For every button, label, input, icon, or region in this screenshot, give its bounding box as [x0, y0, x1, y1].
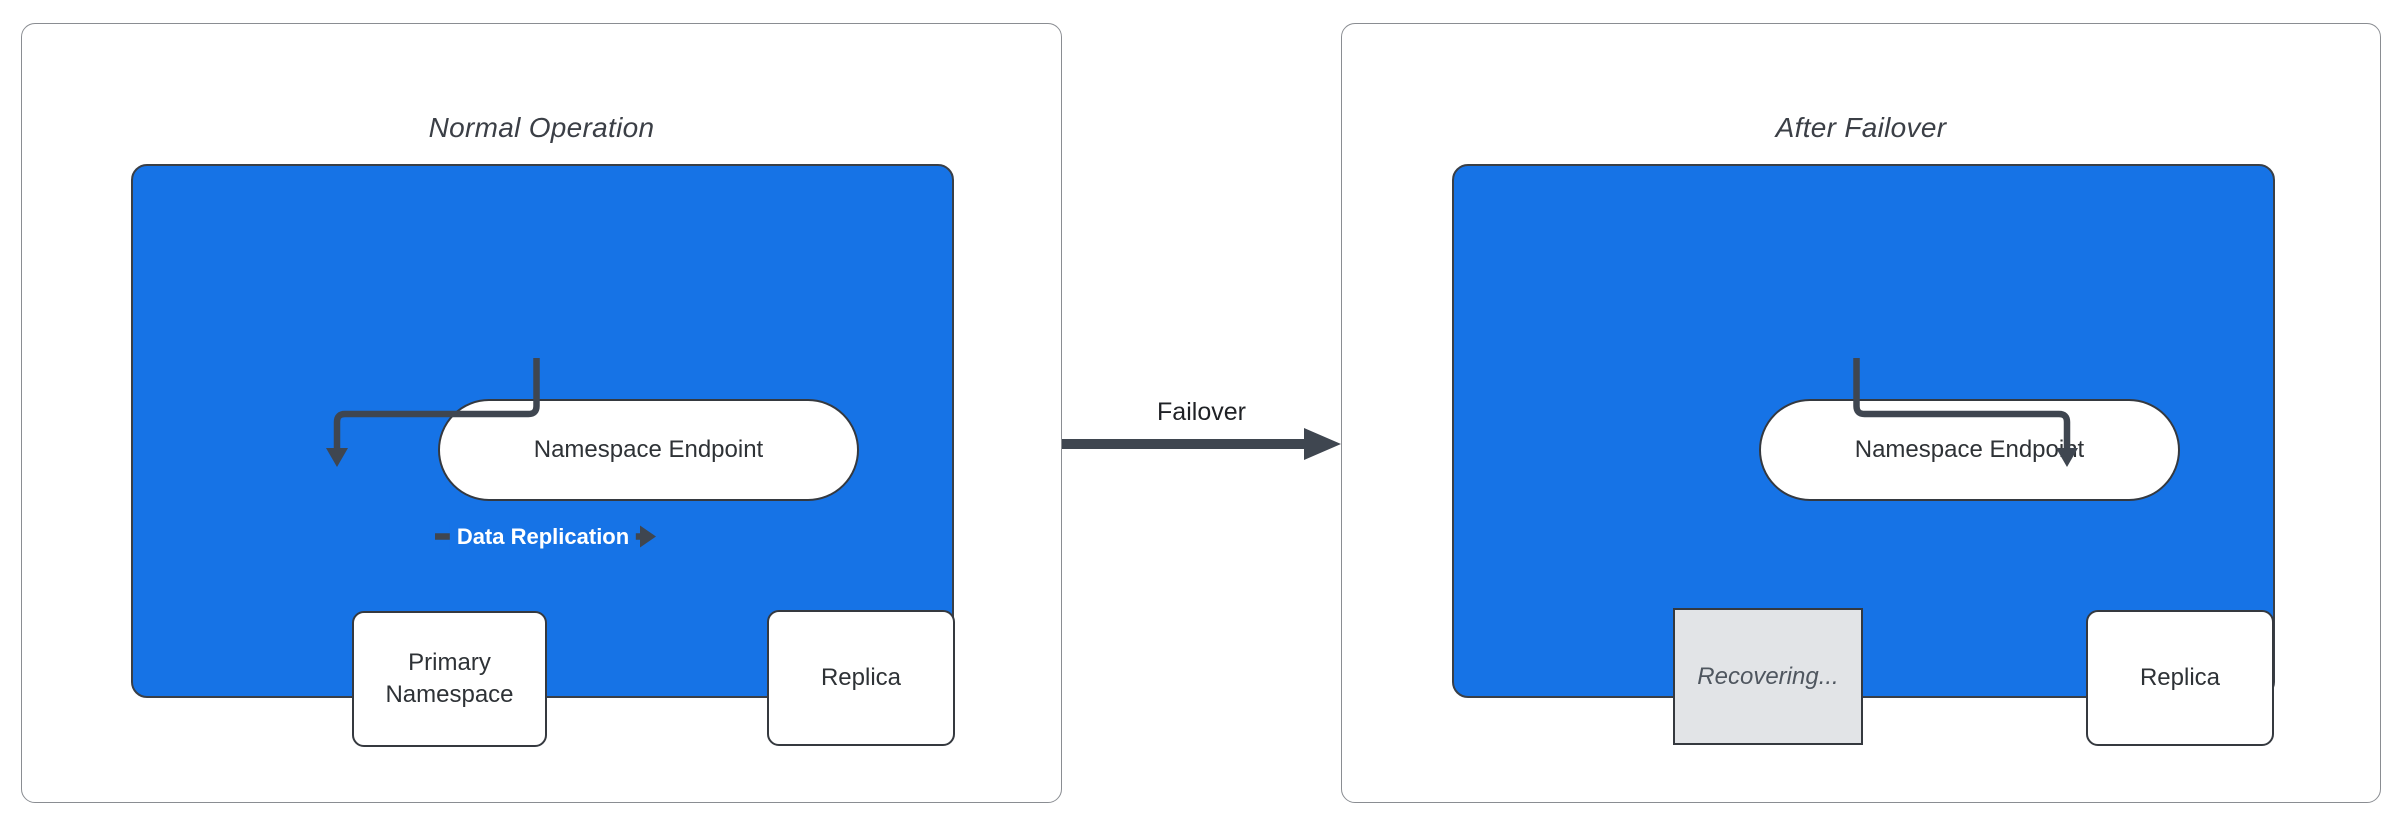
namespace-container: Namespace Endpoint Primary Namespace Rep…: [131, 164, 955, 747]
primary-namespace-node: Primary Namespace: [352, 611, 547, 747]
namespace-endpoint-node: Namespace Endpoint: [438, 399, 859, 501]
panel-after-failover: After Failover Namespace Endpoint Recove…: [1341, 23, 2381, 803]
node-label: Replica: [2139, 664, 2221, 692]
recovering-node: Recovering...: [1673, 608, 1863, 745]
panel-normal-operation: Normal Operation Namespace Endpoint Prim…: [21, 23, 1062, 803]
panel-title: After Failover: [1775, 112, 1947, 143]
node-label: Replica: [820, 664, 902, 692]
namespace-container: Namespace Endpoint Recovering... Replica: [1452, 164, 2275, 746]
failover-label: Failover: [1157, 398, 1246, 426]
panel-title: Normal Operation: [428, 112, 655, 143]
failover-arrowhead: [1304, 428, 1341, 460]
namespace-endpoint-node: Namespace Endpoint: [1759, 399, 2180, 501]
node-label: Recovering...: [1697, 662, 1839, 690]
node-label: Primary Namespace: [385, 649, 514, 708]
node-label: Namespace Endpoint: [1854, 436, 2085, 464]
data-replication-label: Data Replication: [449, 522, 637, 552]
node-label: Namespace Endpoint: [533, 436, 764, 464]
replica-node: Replica: [2086, 610, 2274, 746]
replica-node: Replica: [767, 610, 955, 746]
